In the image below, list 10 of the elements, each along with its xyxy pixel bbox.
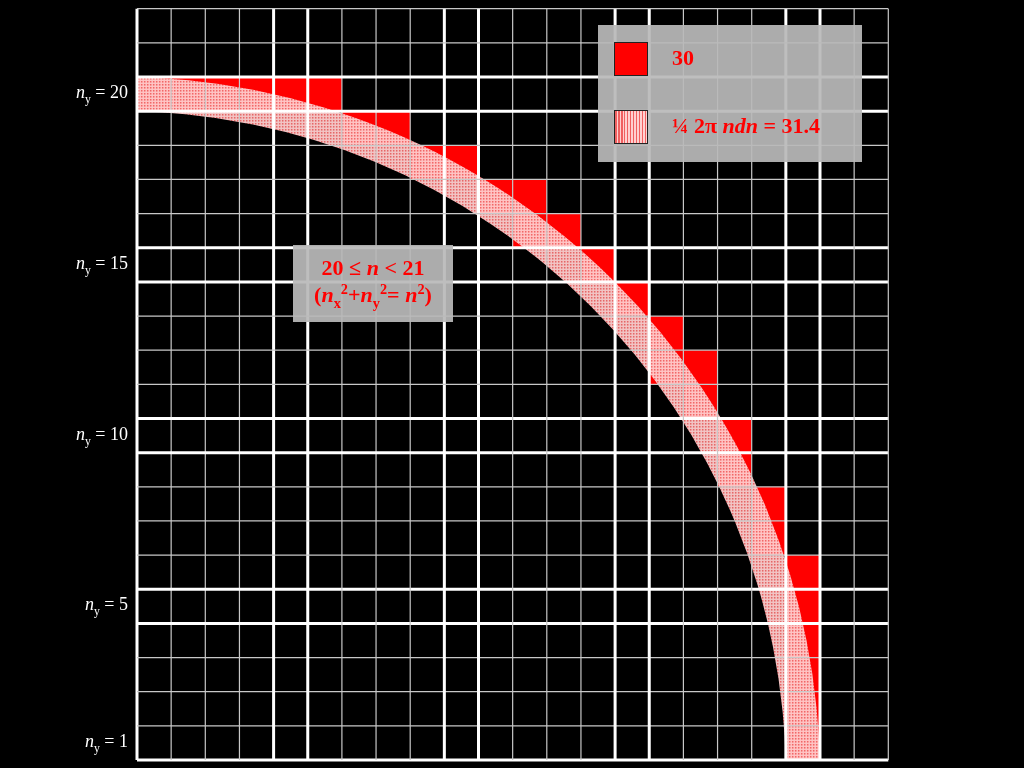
row-label: n$_{y}$ = 1: [85, 730, 128, 755]
legend-text: 30: [672, 45, 694, 71]
formula-text: 20 ≤ n < 21: [321, 254, 425, 282]
row-label: n$_{y}$ = 5: [85, 594, 128, 618]
formula-text: (n$_{x}$$^{2}$+n$_{y}$$^{2}$= n$^{2}$): [314, 281, 432, 313]
row-label: n$_{y}$ = 10: [76, 423, 128, 448]
row-label: n$_{y}$ = 20: [76, 82, 128, 106]
row-label: n$_{y}$ = 15: [76, 252, 128, 277]
formula-box: [293, 245, 453, 322]
legend-text: ¼ 2π ndn = 31.4: [672, 113, 821, 139]
